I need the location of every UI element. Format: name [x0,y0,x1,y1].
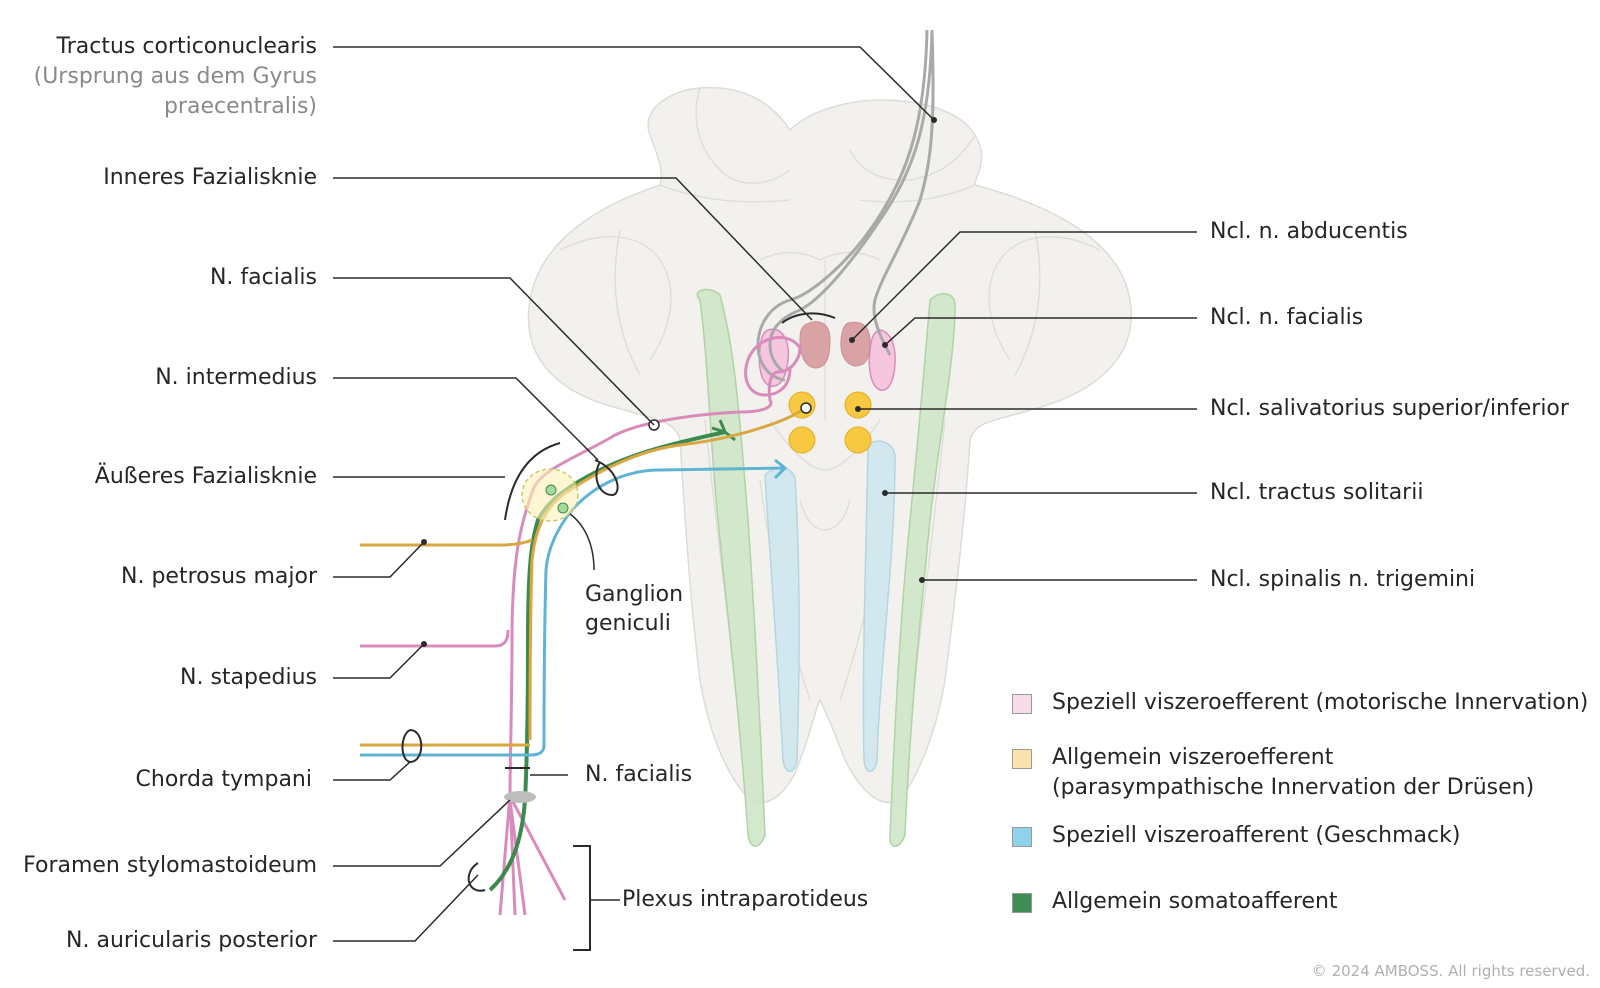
label-ncl-abducentis: Ncl. n. abducentis [1210,219,1408,244]
foramen-marker [504,791,536,803]
copyright-notice: © 2024 AMBOSS. All rights reserved. [1311,962,1590,980]
nucleus-tractus-solitarii [764,440,896,772]
label-ncl-salivatorius: Ncl. salivatorius superior/inferior [1210,396,1569,421]
fiber-blue-end [773,458,788,480]
ganglion-dot-2 [557,502,569,514]
legend-item-gsa: Allgemein somatoafferent [1012,887,1338,917]
label-ncl-tractus-solitarii: Ncl. tractus solitarii [1210,480,1424,505]
leader-dots [421,117,937,647]
label-n-auricularis-posterior: N. auricularis posterior [66,928,317,953]
legend-item-sva: Speziell viszeroafferent (Geschmack) [1012,821,1460,851]
label-ncl-facialis: Ncl. n. facialis [1210,305,1364,330]
legend-swatch-pink [1012,694,1032,714]
legend-item-gve: Allgemein viszeroefferent (parasympathis… [1012,743,1534,803]
label-aeusseres-fazialisknie: Äußeres Fazialisknie [94,464,317,489]
tractus-corticonuclearis-fibers [756,29,935,382]
legend-label-2: (parasympathische Innervation der Drüsen… [1052,775,1535,800]
label-inneres-fazialisknie: Inneres Fazialisknie [103,165,317,190]
legend-label: Allgemein viszeroefferent [1052,745,1334,770]
label-n-facialis: N. facialis [209,265,317,290]
label-tractus-origin-2: praecentralis) [163,94,317,119]
label-ganglion-1: Ganglion [585,582,684,607]
label-n-intermedius: N. intermedius [155,365,317,390]
leader-lines [333,46,1197,942]
legend-swatch-blue [1012,827,1032,847]
label-n-stapedius: N. stapedius [180,665,317,690]
nucleus-abducentis [799,321,871,369]
label-ganglion-2: geniculi [585,611,671,636]
label-n-facialis-2: N. facialis [585,762,693,787]
label-tractus-origin-1: (Ursprung aus dem Gyrus [33,64,317,89]
legend-swatch-yellow [1012,749,1032,769]
legend-item-sve: Speziell viszeroefferent (motorische Inn… [1012,688,1588,718]
label-tractus-corticonuclearis: Tractus corticonuclearis [56,34,317,59]
label-plexus-intraparotideus: Plexus intraparotideus [622,887,869,912]
label-chorda-tympani: Chorda tympani [135,767,312,792]
label-foramen-stylomastoideum: Foramen stylomastoideum [23,853,317,878]
legend-label: Allgemein somatoafferent [1052,889,1338,914]
legend-label: Speziell viszeroafferent (Geschmack) [1052,823,1461,848]
salivatorius-marker [800,402,812,414]
legend-label: Speziell viszeroefferent (motorische Inn… [1052,690,1589,715]
label-n-petrosus-major: N. petrosus major [121,564,317,589]
fiber-pink-stapedius [360,629,510,648]
label-ncl-spinalis-trigemini: Ncl. spinalis n. trigemini [1210,567,1476,592]
ganglion-dot-1 [545,484,557,496]
legend-swatch-green [1012,893,1032,913]
